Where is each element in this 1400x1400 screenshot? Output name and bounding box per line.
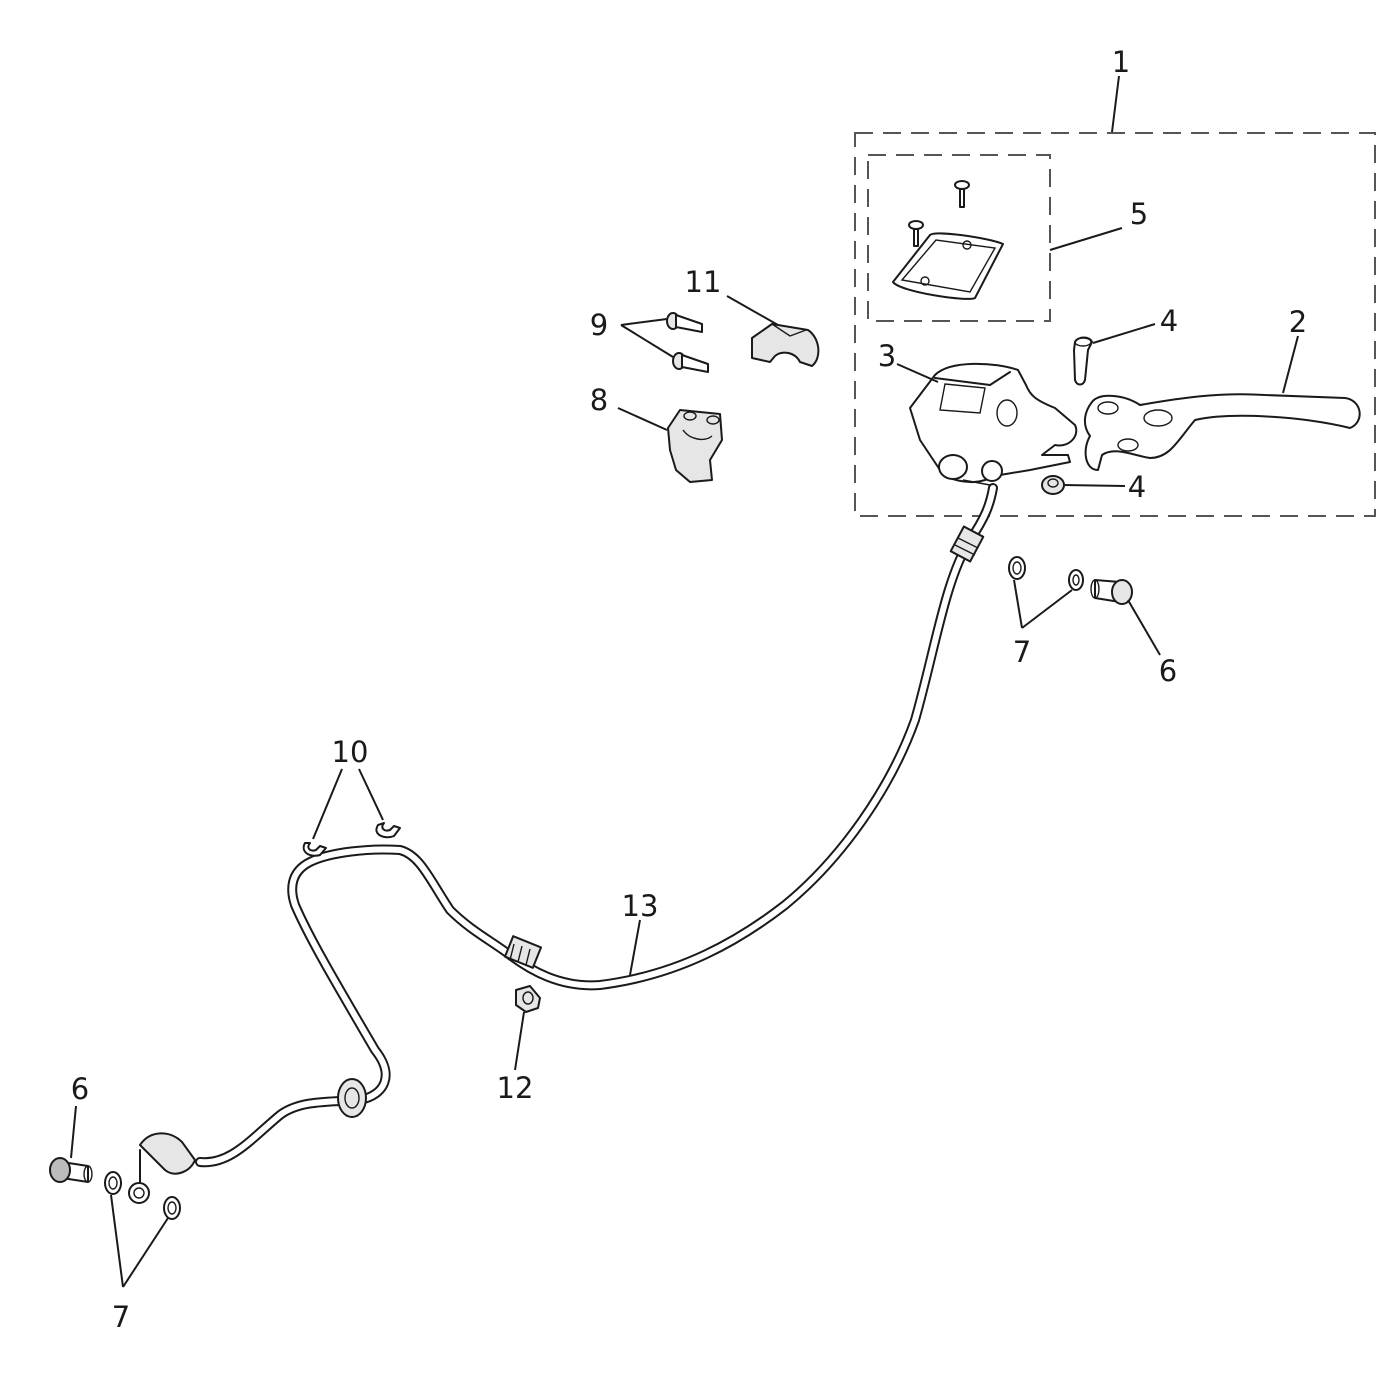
callout-2: 2 (1289, 305, 1307, 339)
callout-3: 3 (878, 339, 896, 373)
sealing-washer-7b (1068, 569, 1084, 591)
banjo-bolt-6-upper (1090, 579, 1133, 605)
callout-1: 1 (1112, 45, 1130, 79)
sealing-washer-7a (1008, 556, 1026, 580)
master-cylinder-body-3 (909, 362, 1078, 486)
callout-6-lower: 6 (71, 1072, 89, 1106)
banjo-bolt-6-lower (49, 1157, 93, 1183)
hose-13 (128, 483, 998, 1204)
clamp-bolt-9b (672, 352, 709, 373)
callout-7-upper: 7 (1013, 635, 1031, 669)
cap-screw-5b (908, 220, 924, 247)
callout-11: 11 (685, 265, 722, 299)
callout-5: 5 (1130, 197, 1148, 231)
assembly-box-5 (867, 154, 1051, 322)
callout-8: 8 (590, 383, 608, 417)
callout-12: 12 (497, 1071, 534, 1105)
callout-9: 9 (590, 308, 608, 342)
hose-clip-12 (515, 985, 541, 1013)
hose-clip-10a (302, 842, 327, 857)
leader-lines (70, 75, 1299, 1288)
assembly-box-1 (854, 132, 1376, 517)
sealing-washer-7c (104, 1171, 122, 1195)
hose-clip-10b (375, 822, 401, 839)
pivot-nut-4 (1041, 475, 1065, 495)
clamp-cap-11 (751, 323, 820, 367)
clutch-lever-2 (1084, 393, 1361, 471)
callout-6-upper: 6 (1159, 654, 1177, 688)
callout-10: 10 (332, 735, 369, 769)
callout-7-lower: 7 (112, 1300, 130, 1334)
reservoir-cap-5 (892, 232, 1004, 300)
pivot-bolt-4 (1073, 336, 1093, 386)
callout-labels: 1 2 3 4 4 5 6 6 7 7 8 9 10 11 12 13 (71, 45, 1307, 1334)
callout-4-upper: 4 (1160, 304, 1178, 338)
cap-screw-5a (954, 180, 970, 208)
clamp-bolt-9a (666, 312, 703, 333)
callout-4-lower: 4 (1128, 470, 1146, 504)
callout-13: 13 (622, 889, 659, 923)
clamp-8 (667, 409, 723, 483)
sealing-washer-7d (163, 1196, 181, 1220)
